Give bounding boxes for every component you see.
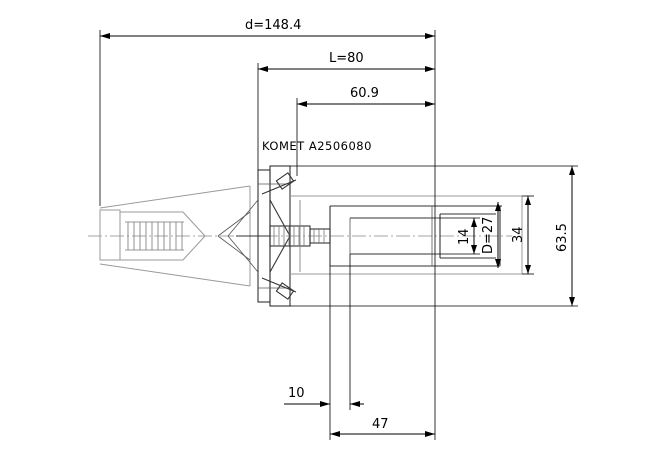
dimension-60-9: 60.9: [296, 86, 435, 176]
adapter-body: [290, 195, 523, 275]
part-number: KOMET A2506080: [262, 139, 372, 153]
clamping-screw: [236, 225, 331, 247]
flange: [257, 165, 297, 307]
offset-10-label: 10: [288, 386, 305, 401]
flange-dia-label: 63.5: [555, 223, 570, 252]
inner-dia-14-label: 14: [457, 228, 472, 245]
outer-dia-34-label: 34: [511, 226, 526, 243]
bore-dia-label: D=27: [481, 217, 496, 254]
depth-60-9-label: 60.9: [350, 86, 379, 101]
dimension-63-5: 63.5: [290, 165, 578, 307]
length-L-label: L=80: [329, 51, 364, 66]
dimension-10: 10: [284, 254, 364, 440]
dimension-D27: D=27: [481, 202, 502, 268]
dimension-L: L=80: [257, 51, 435, 170]
length-47-label: 47: [372, 417, 389, 432]
dimension-14: 14: [432, 217, 480, 255]
dimension-34: 34: [511, 195, 534, 275]
overall-length-label: d=148.4: [245, 18, 301, 33]
dimension-overall: d=148.4: [99, 18, 436, 440]
dimension-47: 47: [330, 417, 435, 437]
